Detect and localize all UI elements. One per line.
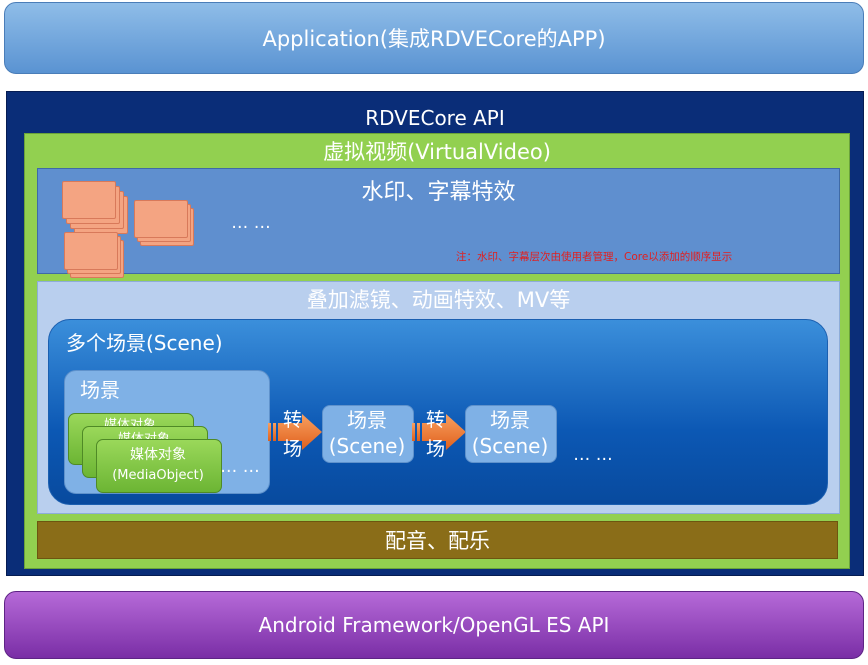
- media-object-label: 媒体对象: [130, 447, 186, 463]
- watermark-card: [134, 200, 188, 238]
- media-object-ellipsis: … …: [220, 457, 260, 477]
- scenes-ellipsis: … …: [573, 445, 613, 465]
- multi-scene-title: 多个场景(Scene): [66, 330, 223, 355]
- watermark-ellipsis: … …: [231, 213, 271, 233]
- scene-box: [465, 405, 557, 463]
- android-framework-label: Android Framework/OpenGL ES API: [258, 613, 610, 637]
- overlay-effects-title: 叠加滤镜、动画特效、MV等: [306, 288, 571, 312]
- transition-arrow-icon: [412, 414, 466, 450]
- android-framework-layer: Android Framework/OpenGL ES API: [4, 591, 864, 659]
- media-object-sublabel: (MediaObject): [112, 467, 204, 483]
- watermark-card: [62, 181, 116, 219]
- scene-box: [322, 405, 414, 463]
- scene-box-sublabel: (Scene): [471, 434, 549, 458]
- scene-box-label: 场景: [347, 407, 387, 432]
- dubbing-music-bar: 配音、配乐: [37, 521, 838, 559]
- watermark-subtitle-title: 水印、字幕特效: [361, 180, 516, 205]
- media-object: [96, 439, 222, 493]
- transition-label-top: 转: [426, 409, 446, 431]
- transition-arrow-icon: [268, 414, 322, 450]
- scene-label: 场景: [80, 377, 120, 402]
- scene-box-sublabel: (Scene): [328, 434, 406, 458]
- application-label: Application(集成RDVECore的APP): [262, 27, 606, 51]
- dubbing-music-label: 配音、配乐: [385, 529, 490, 553]
- transition-label-top: 转: [283, 409, 303, 431]
- rdvecore-api-title: RDVECore API: [365, 106, 505, 130]
- application-layer: Application(集成RDVECore的APP): [4, 2, 864, 74]
- watermark-note: 注：水印、字幕层次由使用者管理，Core以添加的顺序显示: [456, 251, 733, 263]
- watermark-card: [64, 232, 118, 270]
- transition-label-bottom: 场: [283, 438, 303, 460]
- transition-label-bottom: 场: [426, 438, 446, 460]
- scene-box-label: 场景: [490, 407, 530, 432]
- virtual-video-title: 虚拟视频(VirtualVideo): [323, 140, 551, 164]
